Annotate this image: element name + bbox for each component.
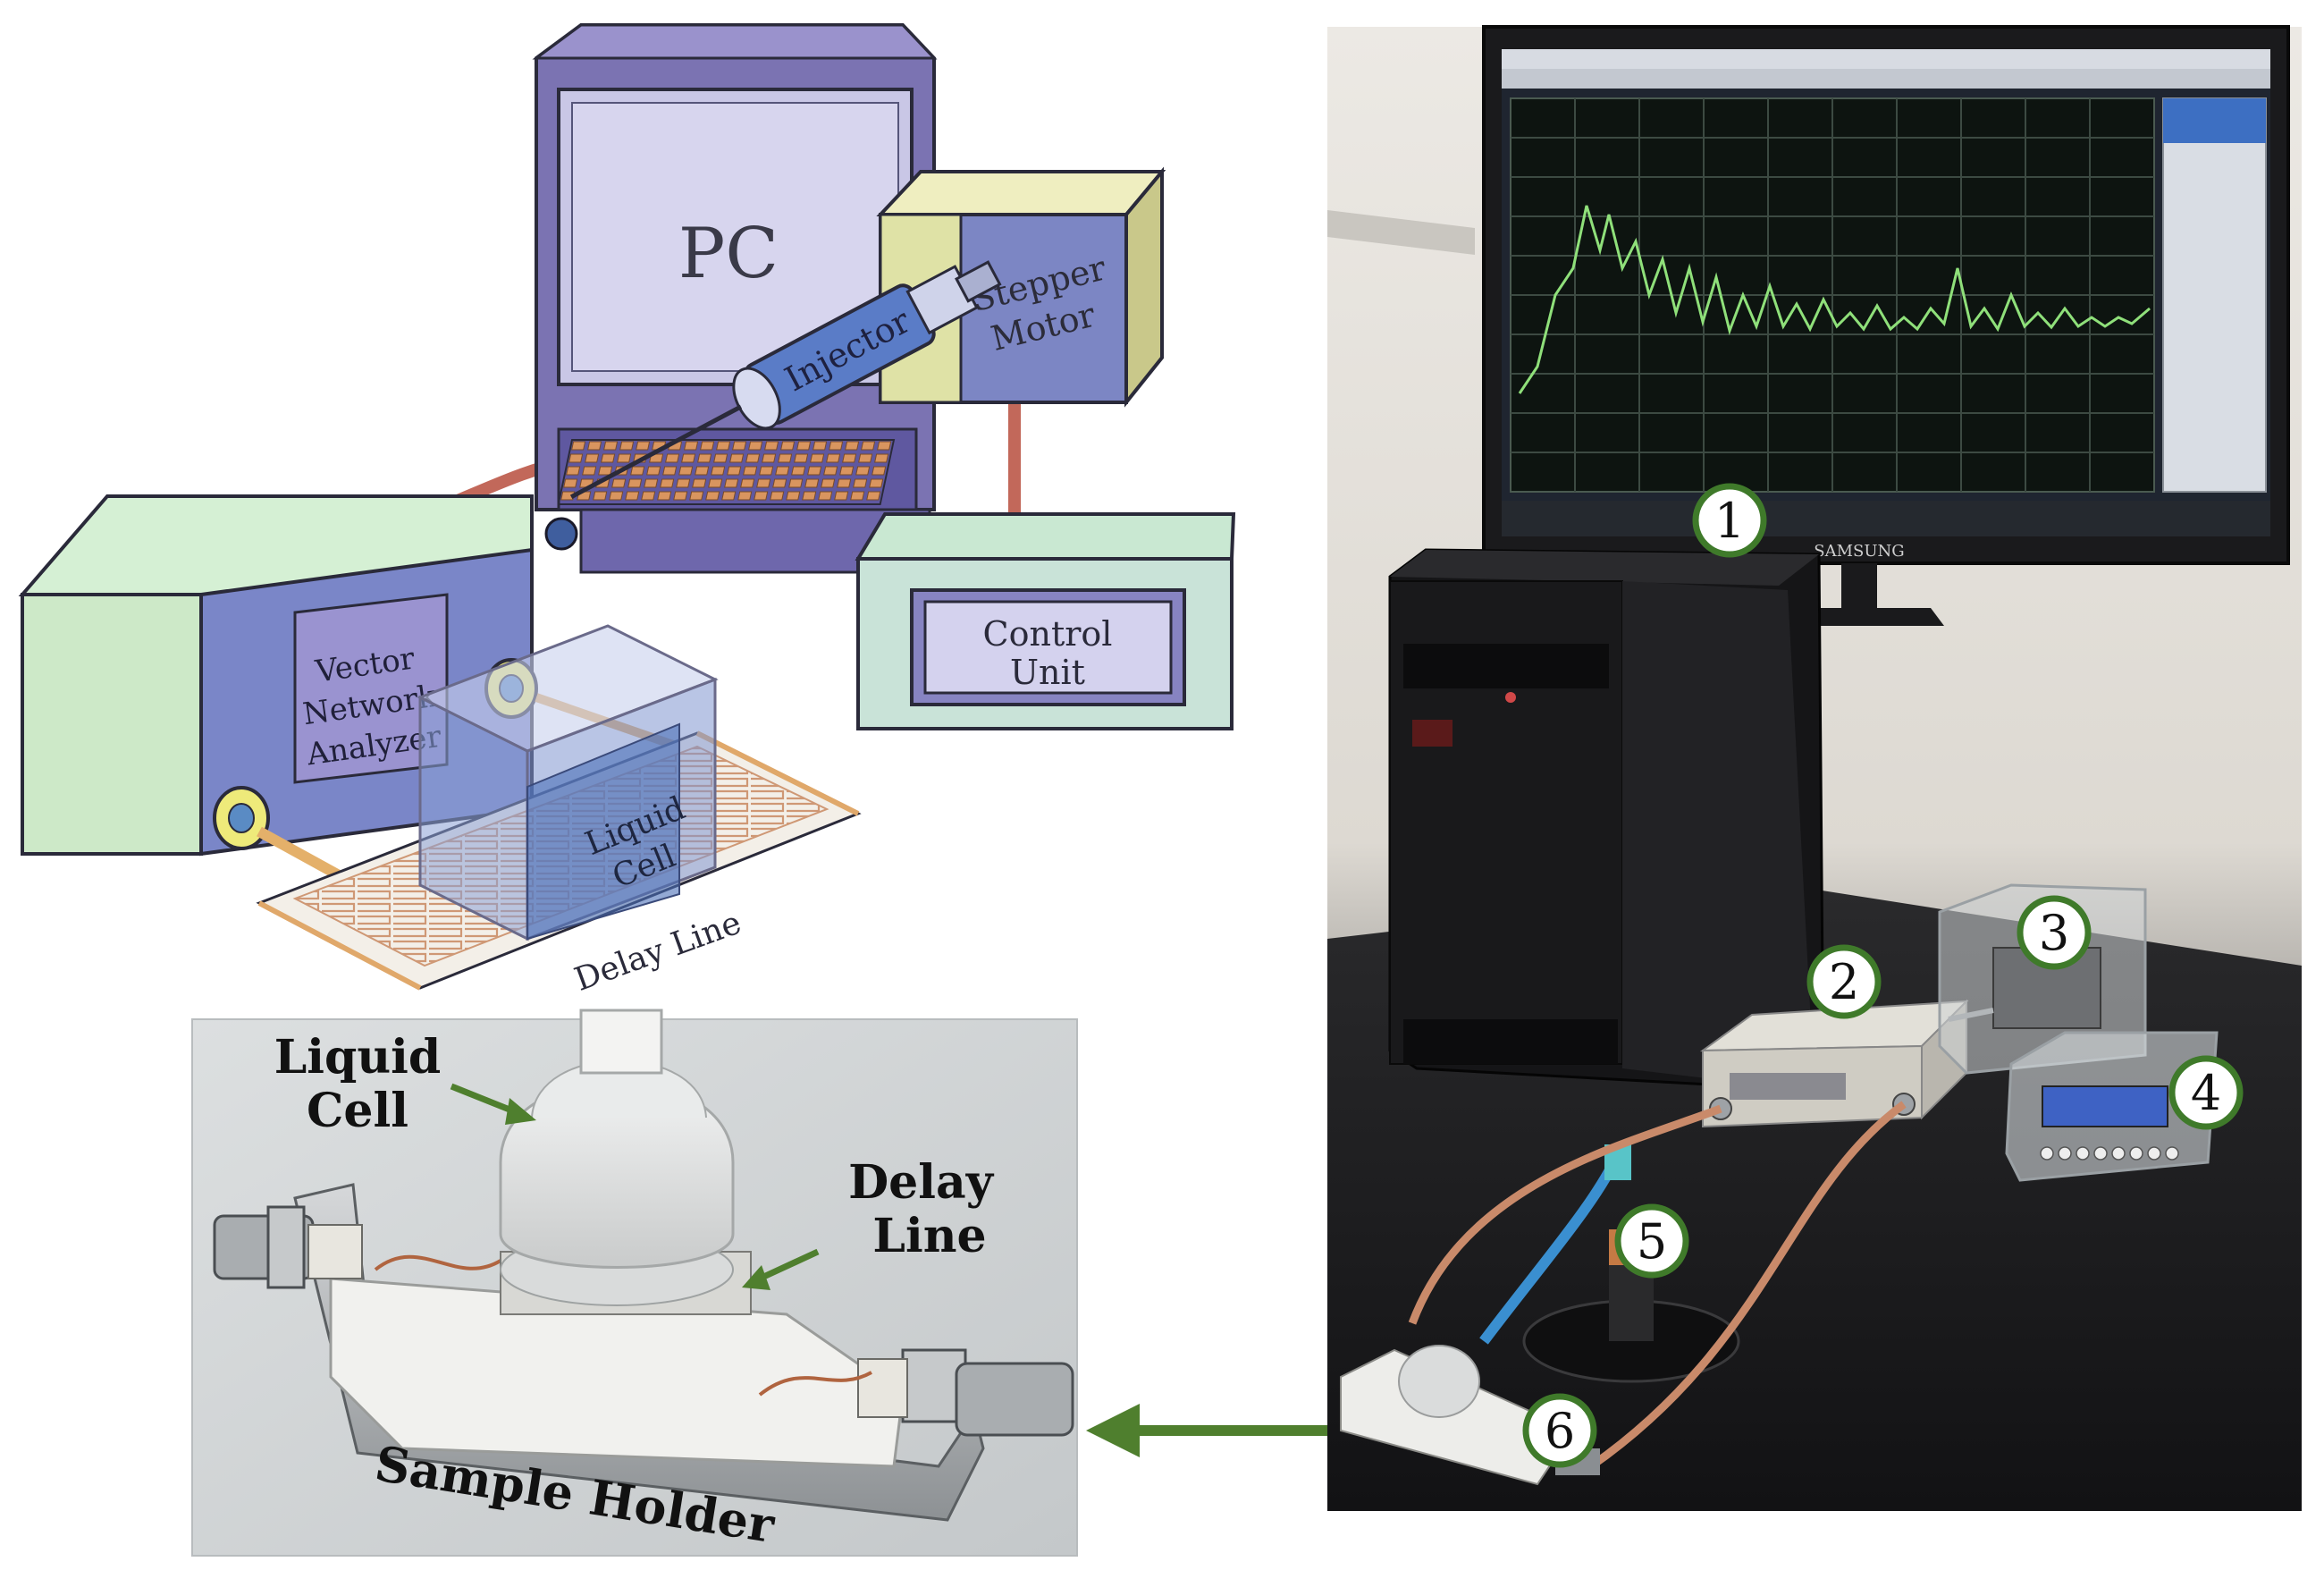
knob <box>544 517 578 551</box>
liquid-cell-box: Liquid Cell <box>417 624 719 941</box>
link-arrow <box>1086 1404 1332 1457</box>
monitor-side-panel <box>2162 97 2267 493</box>
marker-6: 6 <box>1522 1393 1597 1468</box>
holder-liquid-cell-label-line2: Cell <box>307 1084 408 1138</box>
holder-body <box>329 1277 905 1468</box>
keyboard <box>557 439 896 505</box>
bnc-connector-right <box>857 1348 1074 1437</box>
holder-delay-line-label-line2: Line <box>872 1209 986 1263</box>
svg-text:2: 2 <box>1829 954 1859 1010</box>
control-unit: Control Unit <box>855 512 1236 730</box>
marker-2: 2 <box>1806 944 1882 1019</box>
holder-wire-left <box>374 1254 502 1271</box>
control-buttons <box>2040 1146 2179 1161</box>
monitor-brand: SAMSUNG <box>1814 542 1904 561</box>
cable-left-to-delay-line <box>257 826 351 886</box>
monitor: SAMSUNG <box>1482 25 2290 626</box>
holder-wire-right <box>758 1371 872 1397</box>
lcd-display <box>2042 1085 2168 1127</box>
monitor-trace <box>1518 205 2151 394</box>
sample-holder-photo: Liquid Cell Delay Line Sample Holder <box>191 1009 1078 1557</box>
svg-text:5: 5 <box>1637 1213 1667 1270</box>
setup-photo: SAMSUNG <box>1327 25 2302 1511</box>
holder-liquid-cell <box>499 1009 735 1306</box>
marker-1: 1 <box>1692 483 1767 558</box>
liquid-cell-pointer-arrow <box>450 1083 536 1125</box>
marker-5: 5 <box>1614 1203 1689 1279</box>
svg-text:1: 1 <box>1714 493 1745 549</box>
svg-text:3: 3 <box>2039 905 2069 961</box>
pc-label: PC <box>678 214 779 294</box>
svg-text:4: 4 <box>2191 1065 2221 1121</box>
marker-4: 4 <box>2168 1055 2244 1130</box>
rf-cable-right <box>1588 1101 1907 1470</box>
holder-delay-line-label-line1: Delay <box>848 1155 995 1210</box>
control-label-line2: Unit <box>1010 653 1085 692</box>
holder-liquid-cell-label-line1: Liquid <box>274 1030 442 1085</box>
svg-text:6: 6 <box>1545 1403 1575 1459</box>
schematic-diagram: PC Stepper Motor Injector <box>18 23 1236 999</box>
control-unit-box <box>2005 1031 2219 1182</box>
control-label-line1: Control <box>983 614 1113 654</box>
wall-shelf <box>1327 210 1475 255</box>
pc-tower <box>1388 548 1825 1093</box>
bnc-connector-left <box>213 1205 363 1289</box>
rf-cable-left <box>1408 1104 1722 1325</box>
delay-line-pointer-arrow <box>742 1248 820 1290</box>
monitor-grid <box>1511 98 2154 492</box>
marker-3: 3 <box>2017 895 2092 970</box>
